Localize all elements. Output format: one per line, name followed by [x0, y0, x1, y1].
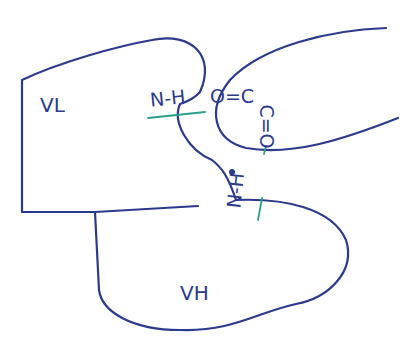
chem-group: N-H [225, 171, 248, 208]
chem-group: O=C [210, 87, 254, 106]
chem-group: C=O [257, 104, 276, 148]
domain-region: VH [176, 280, 213, 306]
bond-tick [258, 198, 262, 220]
domain-label: VL [40, 94, 65, 116]
domain-region: VL [36, 92, 69, 118]
domain-divider [95, 206, 198, 212]
domain-label: VH [180, 282, 209, 304]
chem-group: N-H [149, 87, 186, 110]
bond-tick [148, 112, 205, 118]
antibody-outline [22, 38, 348, 330]
